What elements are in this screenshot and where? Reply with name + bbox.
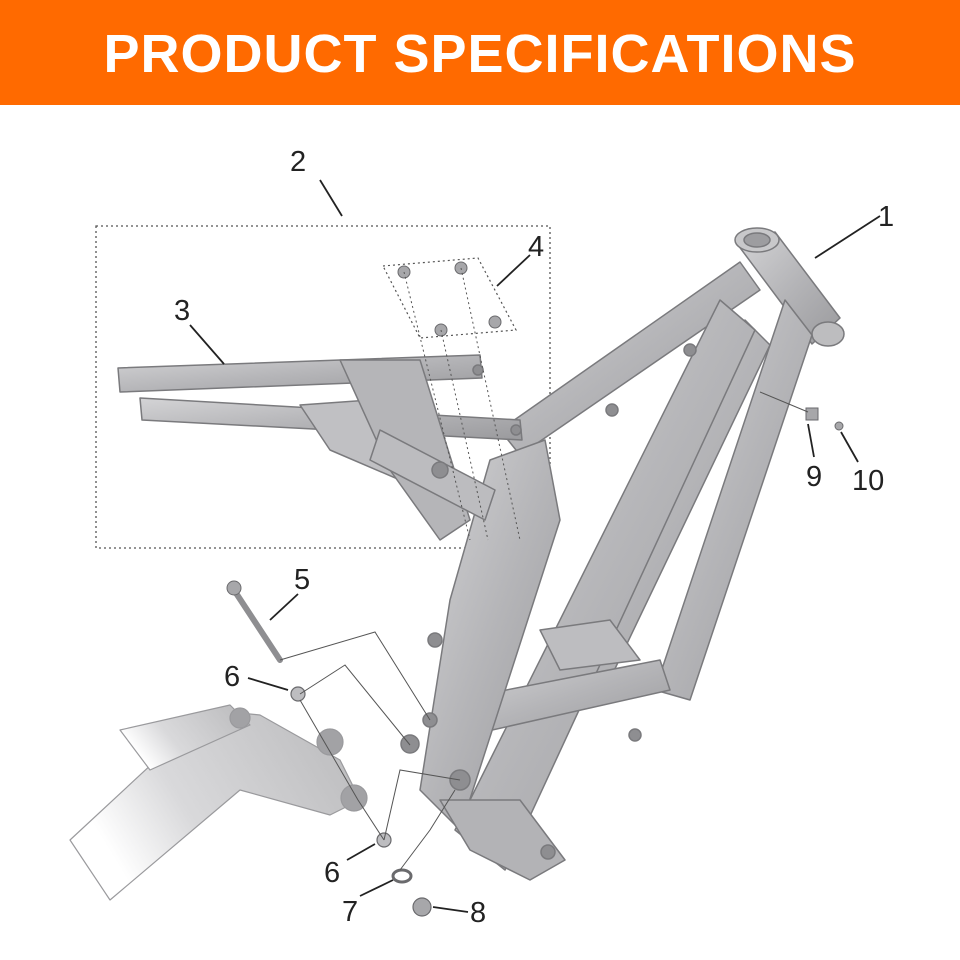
- subframe-group-box: [95, 225, 551, 549]
- callout-label-10: 10: [852, 465, 884, 497]
- callout-label-7: 7: [342, 896, 358, 928]
- page-title: PRODUCT SPECIFICATIONS: [103, 23, 857, 84]
- callout-label-6a: 6: [224, 661, 240, 693]
- callout-label-4: 4: [528, 231, 544, 263]
- callout-label-5: 5: [294, 564, 310, 596]
- header-banner: PRODUCT SPECIFICATIONS: [0, 0, 960, 105]
- callout-label-9: 9: [806, 461, 822, 493]
- callout-label-1: 1: [878, 201, 894, 233]
- callout-label-6b: 6: [324, 857, 340, 889]
- subframe-bolts: [397, 261, 502, 337]
- callout-label-2: 2: [290, 146, 306, 178]
- bolts-group-box: [382, 257, 517, 339]
- leader-lines: [189, 179, 881, 913]
- assembly-lines: [279, 267, 809, 871]
- main-frame: [400, 227, 845, 881]
- sensor-bracket: [805, 407, 844, 431]
- callout-label-8: 8: [470, 897, 486, 929]
- swingarm: [69, 704, 368, 901]
- rear-subframe: [117, 354, 523, 541]
- pivot-bolt: [226, 580, 283, 663]
- callout-label-3: 3: [174, 295, 190, 327]
